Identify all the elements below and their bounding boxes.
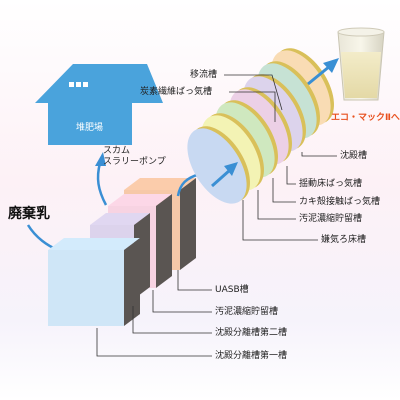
stage1-tanks [48,178,196,326]
stage1-label-3: UASB槽 [215,285,249,295]
flow-arrow-icon [211,162,238,188]
scum-pump-arrow [95,152,108,206]
scum-label: スカム [103,146,131,156]
house-window [69,82,74,87]
stage2-label-2: カキ殻接触ばっ気槽 [299,197,381,207]
stage2-tanks [187,48,334,204]
house-window [83,82,88,87]
stage2-label-6: 移流槽 [190,70,218,80]
stage1-label-0: 沈殿分離槽第一槽 [215,351,288,361]
stage2-label-1: 汚泥濃縮貯留槽 [299,214,363,224]
stage1-label-2: 汚泥濃縮貯留槽 [215,307,279,317]
stage2-label-4: 沈殿槽 [340,151,368,161]
stage2-label-0: 嫌気ろ床槽 [321,235,367,245]
house-window [76,82,81,87]
output-arrow [307,58,339,86]
stage2-label-3: 揺動床ばっ気槽 [299,179,363,189]
stage2-label-5: 炭素繊維ばっ気槽 [140,87,213,97]
stage1-label-1: 沈殿分離槽第二槽 [215,328,288,338]
stage1-tank-0 [48,238,140,326]
compost-house-label: 堆肥場 [76,123,104,133]
waste-milk-label: 廃棄乳 [8,206,50,222]
label-leader-lines [96,74,337,357]
eco-mac-label: エコ・マックⅡへ [331,113,400,123]
compost-house [35,64,163,145]
treated-water-glass [337,27,385,101]
stage2-tank-0 [187,126,250,204]
slurry-pump-label: スラリーポンプ [103,157,166,167]
